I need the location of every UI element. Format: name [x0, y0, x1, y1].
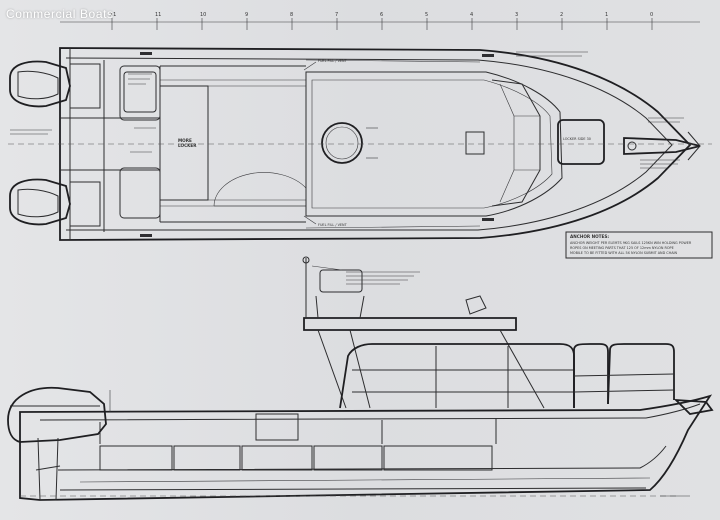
hull-inner-plan	[65, 57, 673, 231]
station-label: 4	[470, 12, 473, 18]
station-label: 6	[380, 12, 383, 18]
watermark-text: Commercial Boats	[6, 7, 114, 21]
outboard-motor-bottom	[9, 178, 71, 226]
outboard-motor-profile	[7, 386, 107, 501]
anchor-note-line: MOBILE TO BE FITTED WITH ALL 5X NYLON SU…	[570, 251, 678, 255]
cabin-roof-plan	[305, 71, 563, 217]
anchor-note-line: ROPES ON MEETING PARTS THAT 125 OF 12mm …	[570, 246, 674, 250]
wheelhouse-frame	[303, 317, 517, 331]
station-label: 7	[335, 12, 338, 18]
fuel-vent-bottom-label: FUEL FILL / VENT	[318, 223, 348, 227]
anchor-note-line: ANCHOR WEIGHT PER ELEMTS 9KG SAILS 125KN…	[570, 241, 692, 245]
anchor-notes: ANCHOR NOTES: ANCHOR WEIGHT PER ELEMTS 9…	[565, 231, 713, 259]
station-label: 3	[515, 12, 518, 18]
fuel-vent-top-label: FUEL FILL / VENT	[318, 59, 348, 63]
station-label: 9	[245, 12, 248, 18]
station-label: 11	[110, 12, 116, 18]
anchor-notes-title: ANCHOR NOTES:	[570, 234, 609, 239]
station-label: 8	[290, 12, 293, 18]
anchor-locker-label: LOCKER SIDE 30	[563, 137, 591, 141]
station-label: 10	[200, 12, 206, 18]
hull-outline-profile	[19, 394, 713, 501]
profile-view	[7, 256, 714, 501]
anchor-locker	[557, 119, 605, 165]
station-label: 11	[155, 12, 161, 18]
roof-hatch	[321, 122, 363, 164]
station-label: 2	[560, 12, 563, 18]
station-label: 5	[425, 12, 428, 18]
hull-outline-plan	[59, 47, 692, 241]
station-label: 1	[605, 12, 608, 18]
outboard-motor-top	[9, 60, 71, 108]
station-label: 0	[650, 12, 653, 18]
